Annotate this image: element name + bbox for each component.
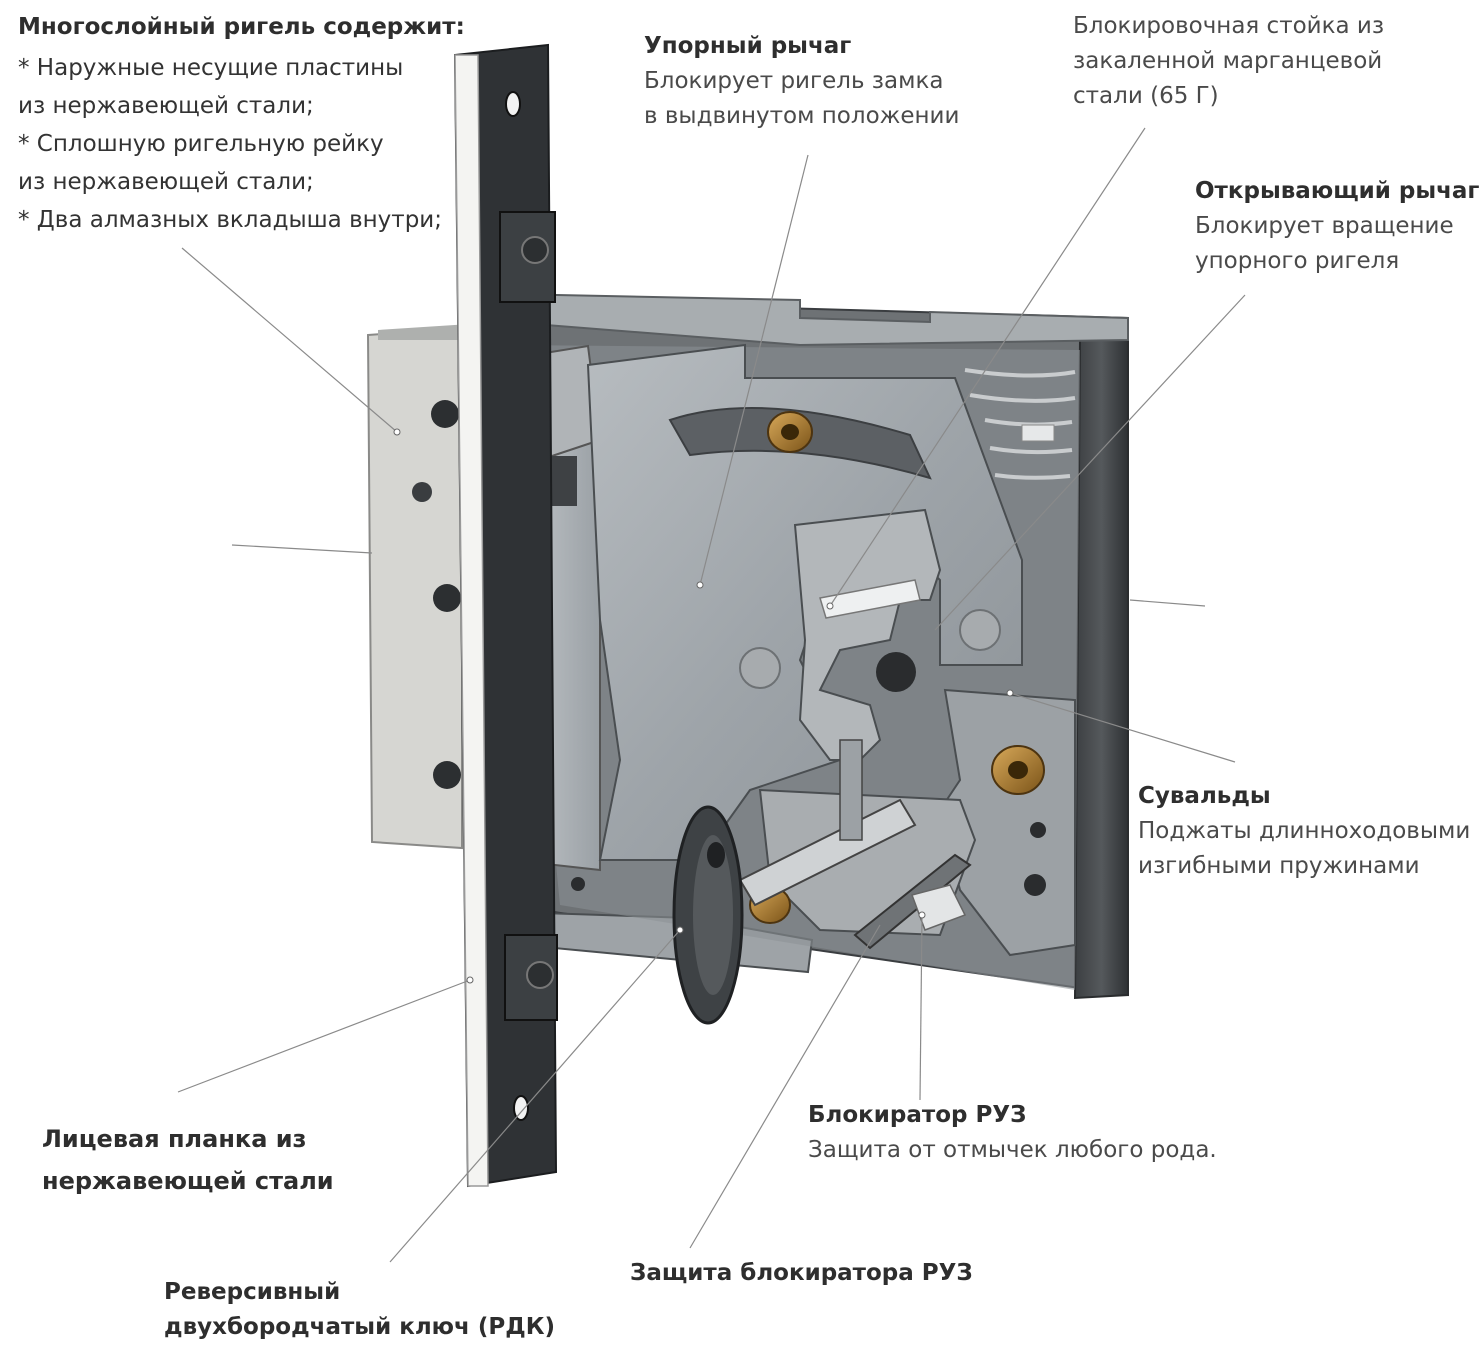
opening-lever-desc-1: Блокирует вращение [1195, 213, 1454, 239]
leader-lines [177, 127, 1246, 1263]
blocker-guard-label: Защита блокиратора РУЗ [630, 1256, 973, 1291]
opening-lever-plate [793, 508, 942, 761]
leader-dots [393, 428, 1014, 984]
stop-lever-desc-1: Блокирует ригель замка [644, 68, 944, 94]
multilayer-line-4: из нержавеющей стали; [18, 169, 314, 195]
levers-desc-2: изгибными пружинами [1138, 853, 1420, 879]
stop-lever-label: Упорный рычаг Блокирует ригель замка в в… [644, 29, 959, 134]
multilayer-line-5: * Два алмазных вкладыша внутри; [18, 207, 442, 233]
multilayer-bolt-title: Многослойный ригель содержит: [18, 14, 465, 40]
multilayer-line-2: из нержавеющей стали; [18, 93, 314, 119]
levers-desc-1: Поджаты длинноходовыми [1138, 818, 1471, 844]
key-line-1: Реверсивный [164, 1279, 341, 1305]
blocker-label: Блокиратор РУЗ Защита от отмычек любого … [808, 1098, 1217, 1168]
bolt-plates [366, 324, 470, 850]
blocker-guard-title: Защита блокиратора РУЗ [630, 1260, 973, 1286]
face-plate-label: Лицевая планка из нержавеющей стали [42, 1118, 334, 1202]
face-plate-line-2: нержавеющей стали [42, 1167, 334, 1195]
opening-lever-label: Открывающий рычаг Блокирует вращение упо… [1195, 174, 1479, 279]
levers-label: Сувальды Поджаты длинноходовыми изгибным… [1138, 779, 1470, 884]
face-plate [453, 43, 558, 1188]
opening-lever-desc-2: упорного ригеля [1195, 248, 1400, 274]
key-line-2: двухбородчатый ключ (РДК) [164, 1314, 555, 1340]
levers-title: Сувальды [1138, 783, 1271, 809]
blocker-desc-1: Защита от отмычек любого рода. [808, 1137, 1217, 1163]
key [672, 739, 917, 1025]
opening-lever-title: Открывающий рычаг [1195, 178, 1480, 204]
multilayer-bolt-label: Многослойный ригель содержит: * Наружные… [18, 10, 465, 238]
lever-plates [758, 688, 1076, 957]
stop-lever-title: Упорный рычаг [644, 33, 852, 59]
locking-post-desc-1: Блокировочная стойка из [1073, 13, 1385, 39]
key-label: Реверсивный двухбородчатый ключ (РДК) [164, 1275, 555, 1345]
multilayer-line-1: * Наружные несущие пластины [18, 55, 404, 81]
locking-post-desc-2: закаленной марганцевой [1073, 48, 1383, 74]
face-plate-line-1: Лицевая планка из [42, 1125, 307, 1153]
locking-post-label: Блокировочная стойка из закаленной марга… [1073, 9, 1384, 114]
stop-lever-desc-2: в выдвинутом положении [644, 103, 960, 129]
blocker-title: Блокиратор РУЗ [808, 1102, 1027, 1128]
brass-pins [749, 411, 1045, 924]
multilayer-line-3: * Сплошную ригельную рейку [18, 131, 384, 157]
locking-post-desc-3: стали (65 Г) [1073, 83, 1219, 109]
